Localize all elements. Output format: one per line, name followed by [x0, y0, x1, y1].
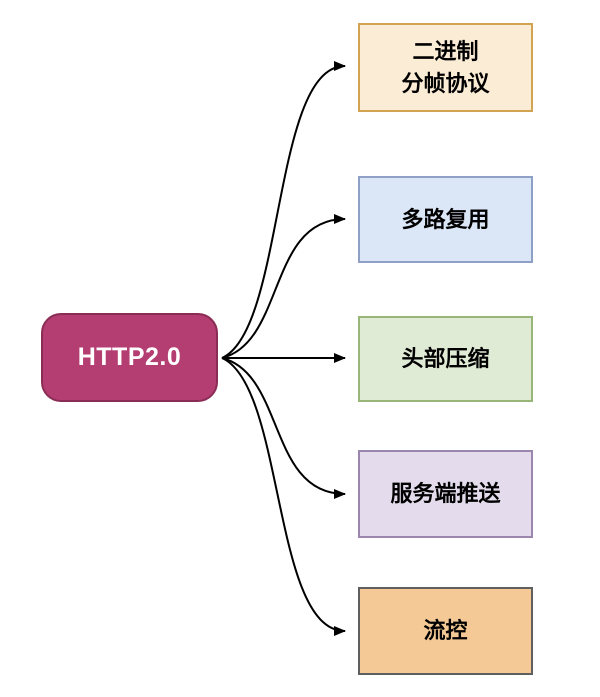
node-http2: HTTP2.0: [41, 313, 218, 402]
node-server-push: 服务端推送: [358, 450, 533, 538]
edge-http2-to-multiplexing: [221, 214, 346, 359]
node-multiplexing: 多路复用: [358, 176, 533, 263]
edge-http2-to-binary-framing: [221, 61, 346, 359]
edge-http2-to-flow-control: [221, 357, 346, 636]
node-header-compression: 头部压缩: [358, 316, 533, 402]
node-flow-control: 流控: [358, 587, 533, 675]
node-binary-framing-protocol: 二进制 分帧协议: [358, 23, 533, 112]
edge-http2-to-server-push: [221, 357, 346, 499]
